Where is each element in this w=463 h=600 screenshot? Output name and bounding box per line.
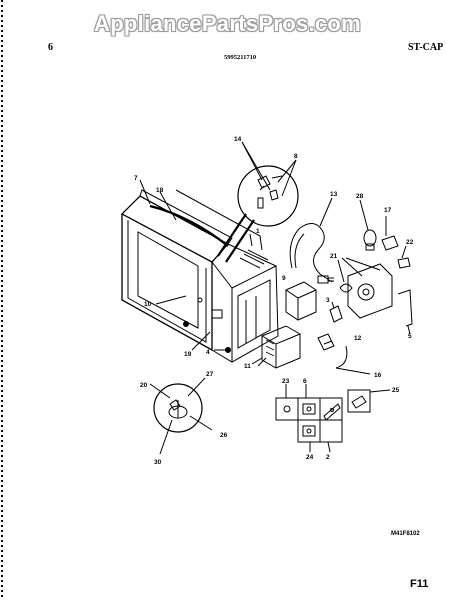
callout-2: 2	[326, 454, 330, 461]
watermark: AppliancePartsPros.com	[94, 11, 362, 36]
capacitor	[285, 281, 317, 321]
detail-circle-bottom	[149, 377, 213, 455]
fan-motor-bracket	[337, 257, 413, 335]
callout-23: 23	[282, 378, 290, 385]
callout-19: 19	[184, 351, 192, 358]
switch-assembly	[275, 384, 391, 453]
callout-9: 9	[282, 275, 286, 282]
callout-3: 3	[326, 297, 330, 304]
drawing-code: M41F8102	[391, 531, 420, 537]
callout-27: 27	[206, 371, 214, 378]
callout-16: 16	[374, 372, 382, 379]
lamp-socket	[359, 199, 411, 269]
callout-14: 14	[234, 136, 242, 143]
callout-24: 24	[306, 454, 314, 461]
section-label: ST-CAP	[408, 42, 444, 53]
callout-13: 13	[330, 191, 338, 198]
callout-7: 7	[134, 175, 138, 182]
callout-11: 11	[244, 363, 251, 370]
callout-30: 30	[154, 459, 162, 466]
callout-1: 1	[256, 228, 260, 235]
callout-12: 12	[354, 335, 362, 342]
callout-22: 22	[406, 239, 414, 246]
fuse-holder	[317, 301, 371, 375]
binding-edge	[1, 0, 3, 600]
callout-26: 26	[220, 432, 228, 439]
microwave-cavity	[120, 189, 279, 363]
callout-20: 20	[140, 382, 148, 389]
callout-17: 17	[384, 207, 392, 214]
callout-5: 5	[408, 333, 412, 340]
callout-18: 18	[156, 187, 164, 194]
callout-28: 28	[356, 193, 364, 200]
callout-25: 25	[392, 387, 400, 394]
callout-8: 8	[294, 153, 298, 160]
callout-6: 6	[303, 378, 307, 385]
callout-21: 21	[330, 253, 338, 260]
callout-10: 10	[144, 301, 152, 308]
power-cord	[289, 197, 334, 284]
transformer	[257, 325, 301, 369]
callout-4: 4	[206, 349, 210, 356]
part-number: 5995211710	[224, 54, 257, 61]
figure-id: F11	[410, 578, 429, 590]
detail-circle-top	[217, 165, 299, 263]
page-number: 6	[48, 42, 53, 53]
